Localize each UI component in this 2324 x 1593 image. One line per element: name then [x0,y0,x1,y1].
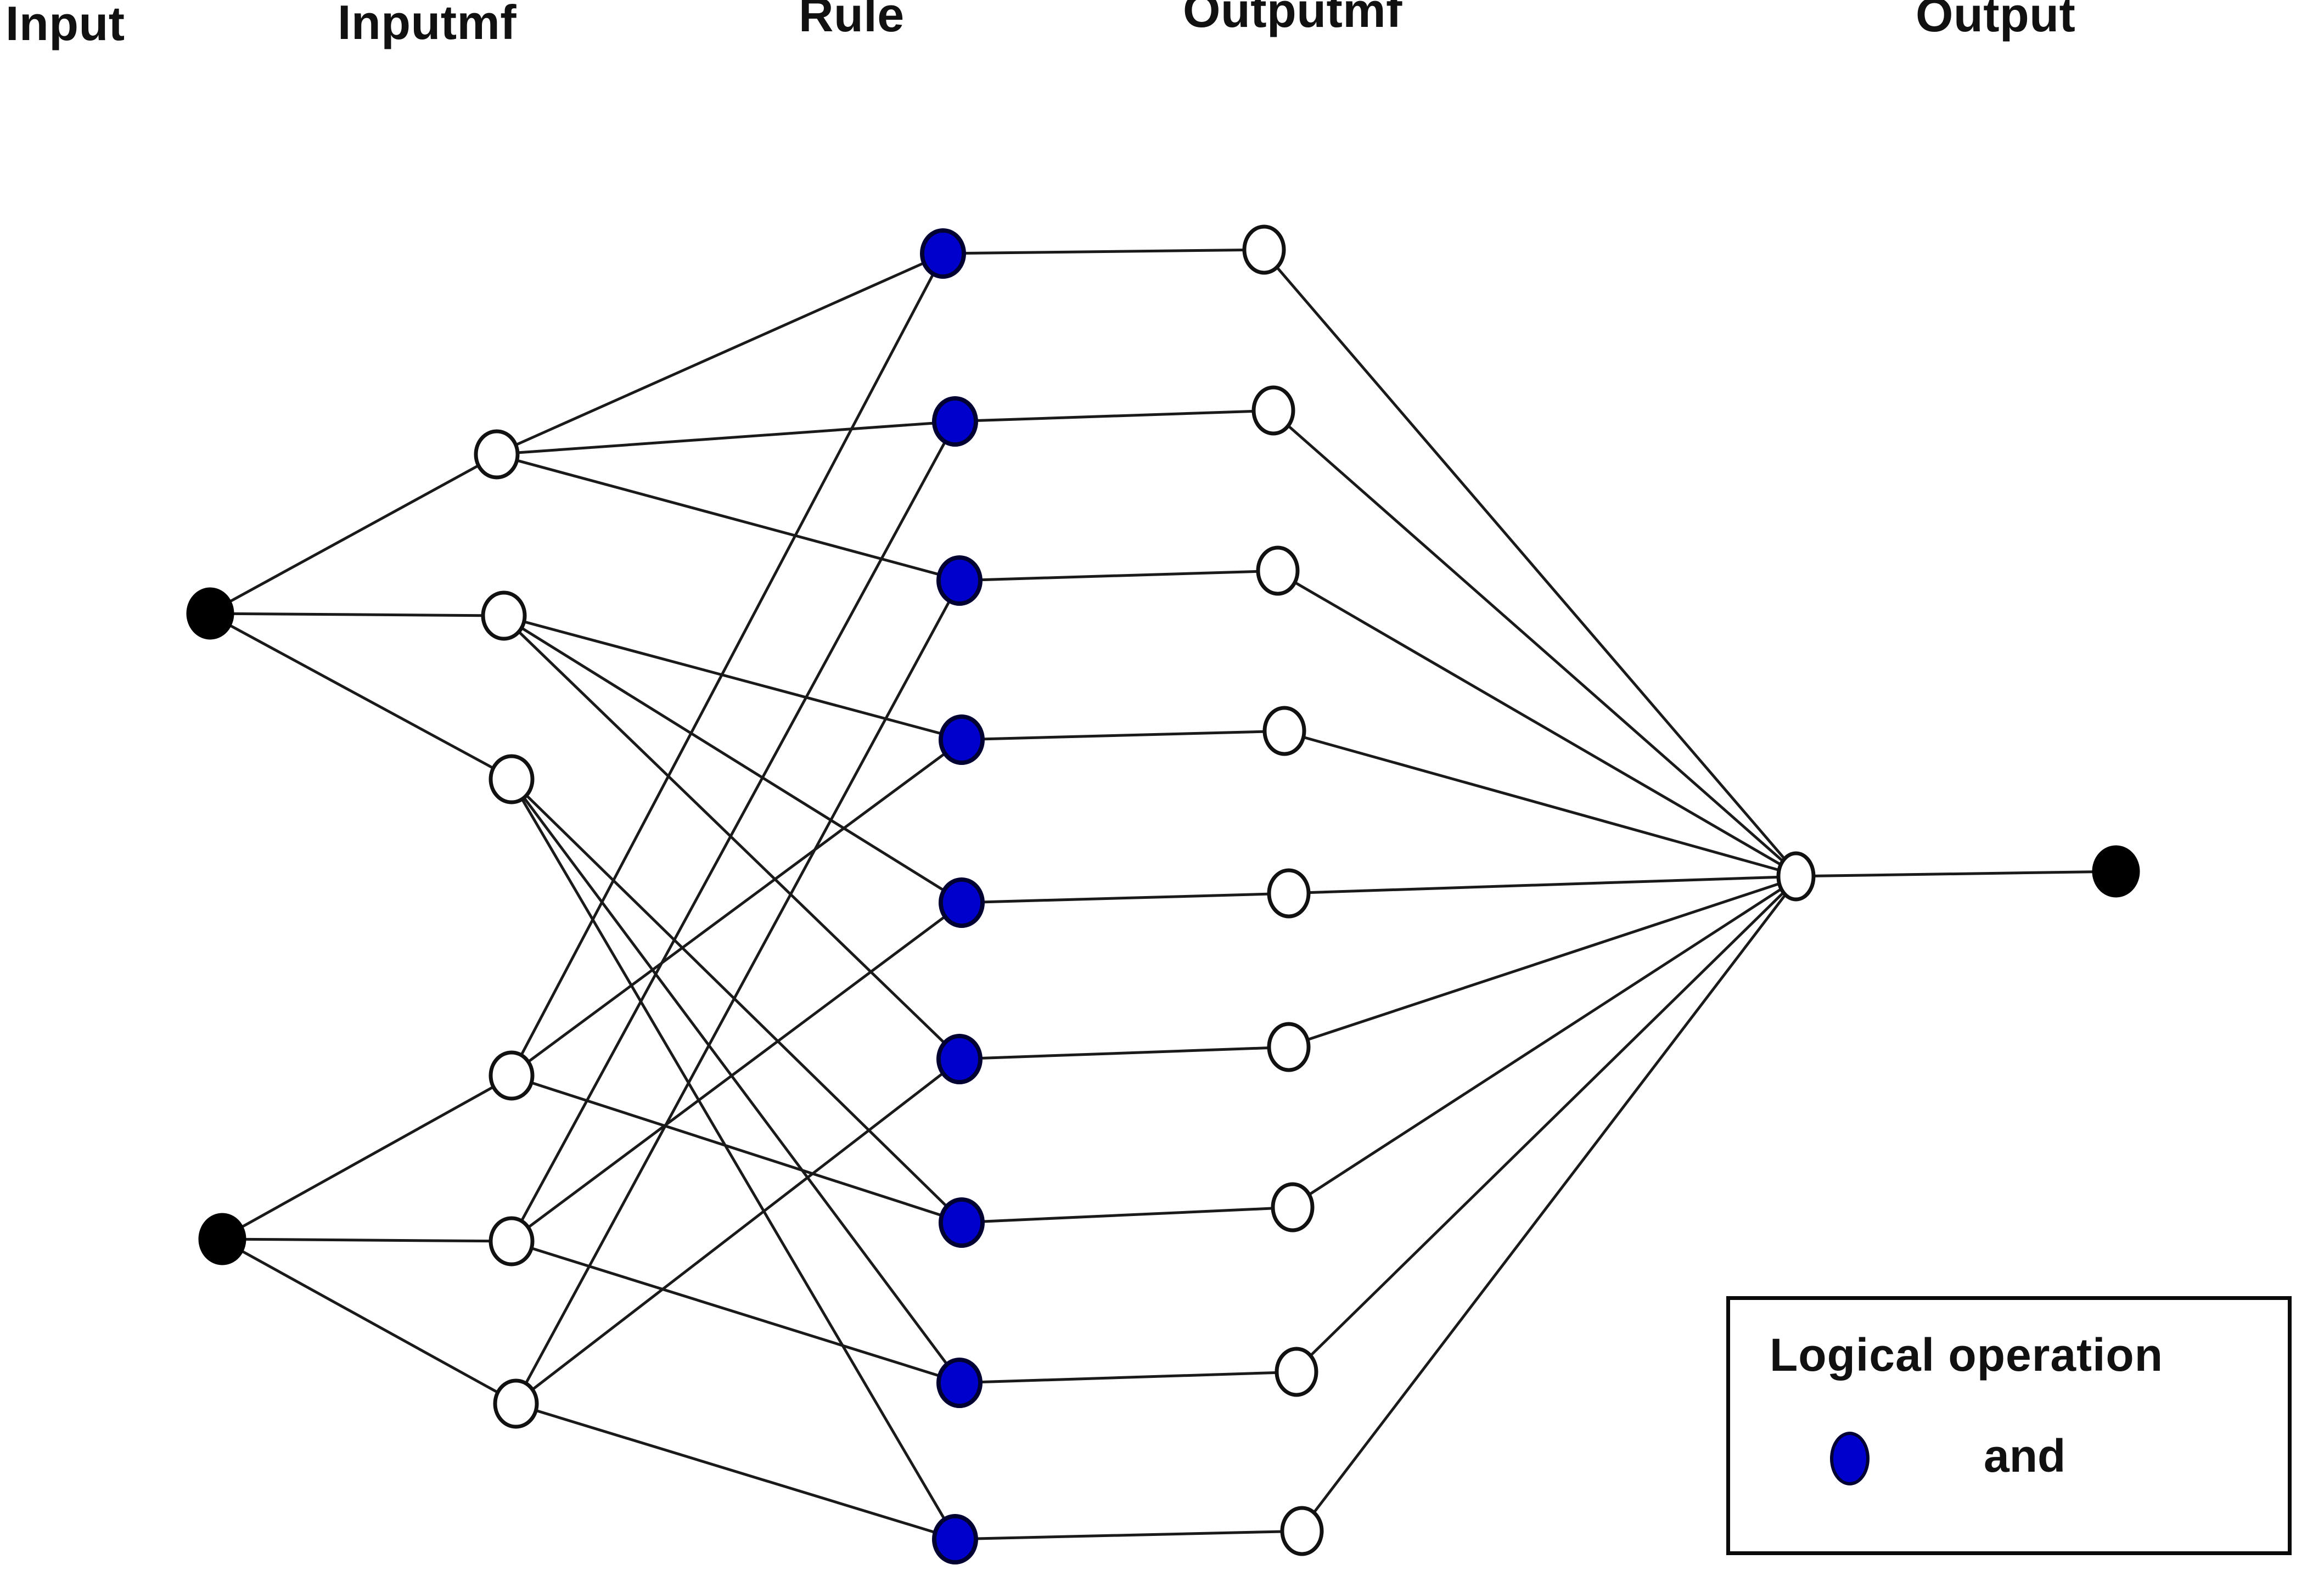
edge-mf5-r8 [530,1247,941,1377]
edge-mf3-r8 [523,796,948,1366]
blue-ellipse-icon [1830,1432,1870,1485]
edge-mf2-r4 [523,620,942,735]
edge-r9-om9 [975,1530,1283,1540]
column-label-inputmf: Inputmf [338,0,517,49]
node-agg1[interactable] [1776,851,1816,902]
edge-mf3-r9 [520,798,946,1521]
node-r6[interactable] [936,1034,983,1084]
edge-om3-agg1 [1294,581,1782,866]
node-in1[interactable] [186,587,234,640]
legend-item-and: and [1770,1420,2253,1502]
node-r9[interactable] [932,1514,978,1564]
edge-mf1-r1 [514,261,925,447]
column-label-rule: Rule [799,0,905,42]
edge-mf2-r5 [520,626,945,892]
node-om7[interactable] [1271,1182,1315,1232]
node-r4[interactable] [939,714,985,765]
node-r8[interactable] [936,1358,983,1408]
node-in2[interactable] [198,1213,246,1265]
edge-r5-om5 [982,892,1270,904]
node-om2[interactable] [1251,385,1295,436]
node-mf3[interactable] [489,754,535,804]
edge-mf3-r7 [525,794,948,1208]
node-r5[interactable] [939,877,985,928]
edge-mf5-r2 [520,441,947,1222]
node-mf2[interactable] [481,590,527,641]
column-label-outputmf: Outputmf [1183,0,1402,37]
edge-in2-mf5 [244,1237,491,1243]
edge-om6-agg1 [1306,882,1781,1042]
edge-mf6-r6 [531,1072,945,1391]
edge-in2-mf4 [240,1085,495,1229]
edge-om5-agg1 [1308,875,1779,894]
edge-r3-om3 [980,570,1259,582]
edge-r4-om4 [982,730,1265,741]
column-label-output: Output [1916,0,2076,42]
legend-title: Logical operation [1770,1329,2164,1381]
edges-layer [228,248,2095,1540]
column-label-input: Input [5,0,125,50]
node-om1[interactable] [1242,224,1286,275]
edge-mf1-r3 [516,459,940,576]
node-r3[interactable] [936,555,983,606]
node-mf1[interactable] [474,429,520,480]
edge-mf4-r1 [520,273,935,1056]
edge-mf4-r4 [527,752,946,1063]
node-out1[interactable] [2092,845,2140,898]
edge-mf2-r6 [517,630,946,1045]
node-om4[interactable] [1262,706,1306,756]
node-om9[interactable] [1280,1506,1324,1556]
node-r7[interactable] [939,1197,985,1248]
edge-om7-agg1 [1308,887,1783,1196]
edge-in2-mf6 [240,1249,499,1394]
edge-mf5-r5 [527,915,946,1229]
node-mf5[interactable] [489,1216,535,1266]
node-mf4[interactable] [489,1050,535,1101]
edge-mf4-r7 [530,1081,943,1217]
edge-r8-om8 [980,1371,1277,1384]
node-om5[interactable] [1267,868,1311,919]
edge-om2-agg1 [1287,424,1784,863]
edge-mf6-r9 [535,1409,936,1534]
edge-in1-mf2 [232,612,484,617]
edge-om4-agg1 [1303,735,1780,872]
node-om3[interactable] [1256,545,1300,596]
node-om8[interactable] [1275,1347,1318,1397]
edge-agg1-out1 [1813,870,2095,877]
legend-panel: Logical operation and [1726,1296,2292,1555]
legend-item-label: and [1984,1430,2066,1482]
edge-in1-mf1 [228,464,480,604]
edge-r1-om1 [963,248,1245,255]
edge-om9-agg1 [1312,893,1787,1514]
edge-mf6-r3 [524,600,951,1384]
node-mf6[interactable] [493,1378,539,1429]
edge-om1-agg1 [1275,266,1786,860]
edge-r7-om7 [982,1207,1273,1223]
edge-mf1-r2 [517,421,935,454]
node-om6[interactable] [1267,1022,1311,1072]
node-r2[interactable] [932,396,978,447]
edge-om8-agg1 [1309,891,1785,1357]
node-r1[interactable] [920,228,966,279]
edge-r2-om2 [975,409,1254,423]
edge-r6-om6 [980,1046,1270,1060]
edge-in1-mf3 [228,623,495,770]
nodes-layer [186,224,2140,1564]
